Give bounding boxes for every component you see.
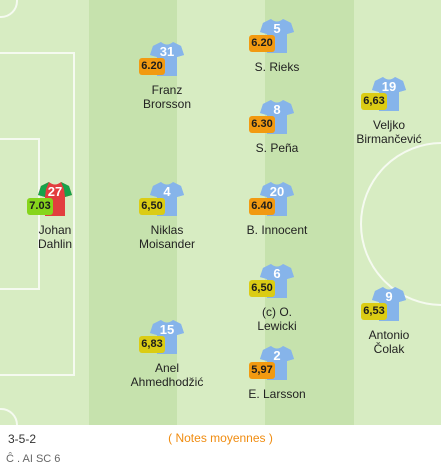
rating-badge: 6,63 [361, 93, 387, 110]
player-name: B. Innocent [222, 223, 332, 237]
player-name-line: Anel [154, 361, 180, 375]
average-ratings-link[interactable]: ( Notes moyennes ) [168, 431, 273, 445]
shirt-number: 19 [381, 79, 397, 94]
rating-badge: 6.20 [249, 35, 275, 52]
footer: 3-5-2 ( Notes moyennes ) Ĉ . AI SC 6 [0, 425, 441, 465]
shirt-number: 9 [385, 289, 393, 304]
rating-badge: 6.40 [249, 198, 275, 215]
rating-badge: 6,50 [139, 198, 165, 215]
player-name-line: Moisander [138, 237, 196, 251]
player-name-line: (c) O. [262, 305, 292, 319]
rating-badge: 6,83 [139, 336, 165, 353]
player-name: (c) O.Lewicki [222, 305, 332, 333]
rating-badge: 6,53 [361, 303, 387, 320]
rating-badge: 6.20 [139, 58, 165, 75]
player-name-line: Johan [38, 223, 72, 237]
player-name-line: S. Peña [255, 141, 299, 155]
shirt-number: 27 [47, 184, 63, 199]
rating-badge: 7.03 [27, 198, 53, 215]
shirt-number: 2 [273, 348, 281, 363]
player-name-line: E. Larsson [248, 387, 306, 401]
player-name-line: Dahlin [37, 237, 73, 251]
penalty-area-line [0, 52, 75, 376]
shirt-number: 31 [159, 44, 175, 59]
player-name-line: Brorsson [142, 97, 192, 111]
player-name-line: Franz [151, 83, 183, 97]
rating-badge: 5,97 [249, 362, 275, 379]
player-name-line: Niklas [150, 223, 184, 237]
shirt-number: 5 [273, 21, 281, 36]
shirt-number: 8 [273, 102, 281, 117]
player-name-line: Antonio [368, 328, 410, 342]
rating-badge: 6.30 [249, 116, 275, 133]
player-name-line: Lewicki [257, 319, 297, 333]
player-name-line: S. Rieks [254, 60, 300, 74]
player-name-line: Čolak [373, 342, 405, 356]
player-name-line: B. Innocent [246, 223, 308, 237]
next-section-text: Ĉ . AI SC 6 [6, 453, 61, 465]
player-name: S. Peña [222, 141, 332, 155]
formation-label: 3-5-2 [8, 432, 37, 446]
shirt-number: 20 [269, 184, 285, 199]
shirt-number: 15 [159, 322, 175, 337]
player-name: E. Larsson [222, 387, 332, 401]
rating-badge: 6,50 [249, 280, 275, 297]
shirt-number: 4 [163, 184, 171, 199]
player-name: S. Rieks [222, 60, 332, 74]
player-name-line: Birmančević [356, 132, 422, 146]
shirt-number: 6 [273, 266, 281, 281]
player-name-line: Veljko [372, 118, 406, 132]
player-name-line: Ahmedhodžić [130, 375, 204, 389]
